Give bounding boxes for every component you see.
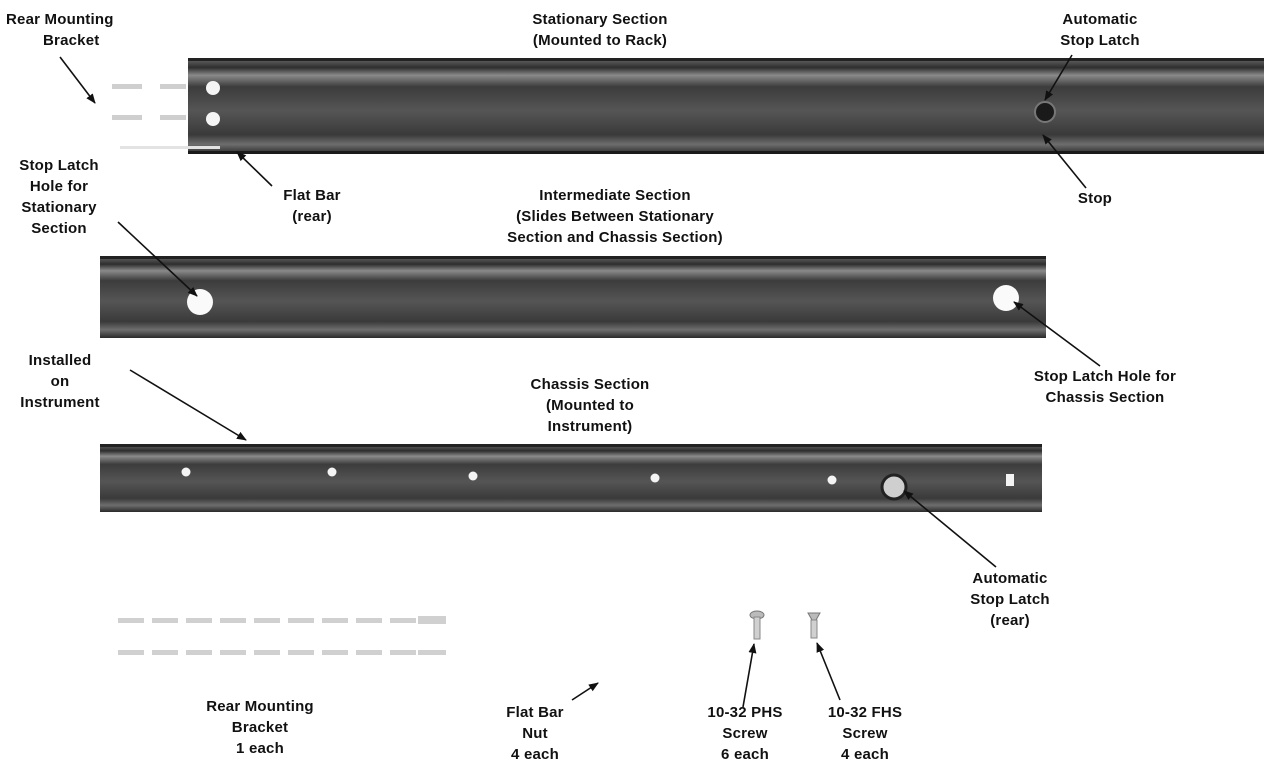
label-stop-latch-hole-stationary: Stop Latch Hole for Stationary Section — [4, 155, 114, 239]
label-stationary-section: Stationary Section (Mounted to Rack) — [480, 9, 720, 51]
label-chassis-section: Chassis Section (Mounted to Instrument) — [500, 374, 680, 437]
label-stop: Stop — [1055, 188, 1135, 209]
label-intermediate-section: Intermediate Section (Slides Between Sta… — [470, 185, 760, 248]
phs-screw — [750, 611, 764, 639]
stationary-section-rail — [188, 58, 1264, 154]
bracket-parts-ghost — [118, 616, 446, 655]
label-fhs-screw-qty: 10-32 FHS Screw 4 each — [810, 702, 920, 765]
label-flat-bar-rear: Flat Bar (rear) — [262, 185, 362, 227]
label-stop-latch-hole-chassis: Stop Latch Hole for Chassis Section — [1000, 366, 1210, 408]
label-phs-screw-qty: 10-32 PHS Screw 6 each — [690, 702, 800, 765]
label-rear-mounting-bracket-qty: Rear Mounting Bracket 1 each — [180, 696, 340, 759]
label-rear-mounting-bracket: Rear Mounting Bracket — [6, 9, 114, 51]
intermediate-section-rail — [100, 256, 1046, 338]
label-automatic-stop-latch-rear: Automatic Stop Latch (rear) — [950, 568, 1070, 631]
label-installed-on-instrument: Installed on Instrument — [10, 350, 110, 413]
chassis-section-rail — [100, 444, 1042, 512]
label-flat-bar-nut-qty: Flat Bar Nut 4 each — [490, 702, 580, 765]
label-automatic-stop-latch: Automatic Stop Latch — [1040, 9, 1160, 51]
fhs-screw — [808, 613, 820, 638]
